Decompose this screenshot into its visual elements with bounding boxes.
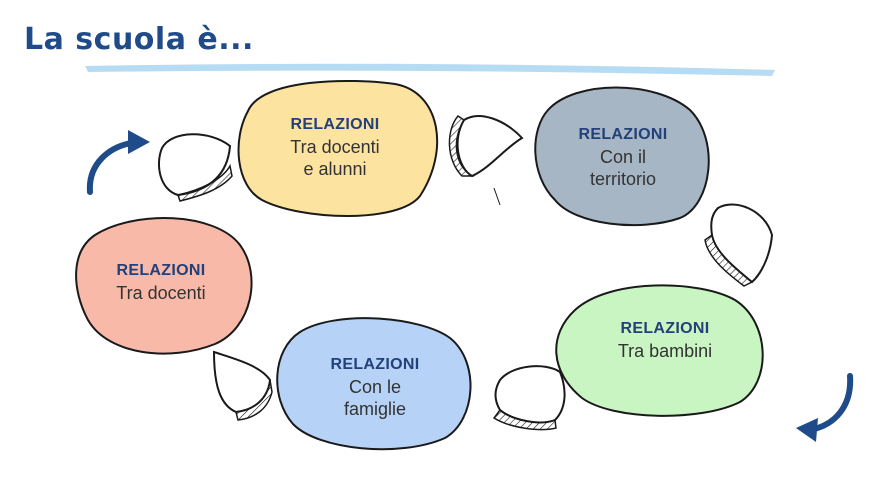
node-docenti-alunni: RELAZIONI Tra docenti e alunni xyxy=(250,116,420,180)
blob-famiglie xyxy=(276,317,472,451)
node-famiglie: RELAZIONI Con le famiglie xyxy=(290,356,460,420)
blob-docenti xyxy=(75,217,253,355)
node-line: Tra bambini xyxy=(617,341,713,361)
page-title: La scuola è... xyxy=(24,22,254,57)
node-line: Con il xyxy=(599,147,647,167)
node-line: territorio xyxy=(589,169,656,189)
title-highlight xyxy=(85,63,775,76)
node-line: Tra docenti xyxy=(116,283,206,303)
node-heading: RELAZIONI xyxy=(620,320,710,337)
blob-docenti-alunni xyxy=(237,79,439,217)
speech-bubble-icon xyxy=(492,365,566,431)
node-heading: RELAZIONI xyxy=(578,126,668,143)
node-line: famiglie xyxy=(343,399,407,419)
node-bambini: RELAZIONI Tra bambini xyxy=(580,320,750,362)
speech-bubble-icon xyxy=(704,203,774,287)
curved-arrow-icon xyxy=(86,130,150,195)
node-docenti: RELAZIONI Tra docenti xyxy=(76,262,246,304)
node-heading: RELAZIONI xyxy=(116,262,206,279)
blob-bambini xyxy=(555,284,764,417)
speech-bubble-icon xyxy=(158,133,233,202)
node-line: Con le xyxy=(348,377,402,397)
speech-bubble-icon xyxy=(448,115,524,206)
node-line: e alunni xyxy=(303,159,367,179)
node-heading: RELAZIONI xyxy=(290,116,380,133)
node-line: Tra docenti xyxy=(290,137,380,157)
blob-territorio xyxy=(534,86,710,227)
speech-bubble-icon xyxy=(212,350,273,421)
node-heading: RELAZIONI xyxy=(330,356,420,373)
curved-arrow-icon xyxy=(796,373,854,442)
node-territorio: RELAZIONI Con il territorio xyxy=(538,126,708,190)
